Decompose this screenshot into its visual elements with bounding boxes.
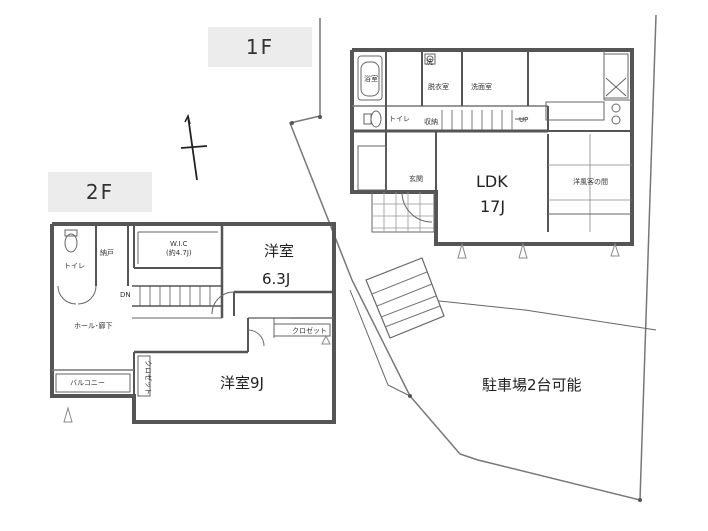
entrance-label: 玄関 [409,174,423,183]
wic-label: W.I.C [170,240,188,248]
up-label: UP [519,116,528,124]
closet-2-label: クロゼット [144,360,153,395]
site-boundary [288,14,657,502]
japanese-room-label: 洋風客の間 [573,177,608,186]
outdoor-stairs [365,257,445,339]
north-arrow-icon [180,113,208,181]
storage-2f-label: 納戸 [100,248,114,257]
western-room-2-label: 洋室9J [220,374,264,392]
floor-2-plan [50,222,336,424]
ldk-label: LDK [476,172,508,191]
wash-label: 洗 [426,57,433,66]
bath-label: 浴室 [364,74,378,83]
floor-1-label: 1F [208,27,312,67]
storage-1f-label: 収納 [424,117,438,126]
washroom-label: 洗面室 [471,82,492,91]
toilet-2f-label: トイレ [64,262,85,270]
toilet-1f-label: トイレ [389,115,410,123]
floor-2-label: 2F [48,172,152,212]
western-room-1-label: 洋室 [264,242,294,260]
western-room-1-size: 6.3J [262,270,290,288]
ldk-size-label: 17J [480,197,505,216]
balcony-label: バルコニー [70,379,105,387]
closet-1-label: クロゼット [292,326,327,335]
hall-label: ホール･廊下 [74,321,113,330]
dn-label: DN [120,291,131,299]
floor-1-plan [350,48,634,259]
wic-size-label: (約4.7J) [166,248,192,257]
dressing-label: 脱衣室 [428,82,449,91]
parking-label: 駐車場2台可能 [482,376,582,394]
